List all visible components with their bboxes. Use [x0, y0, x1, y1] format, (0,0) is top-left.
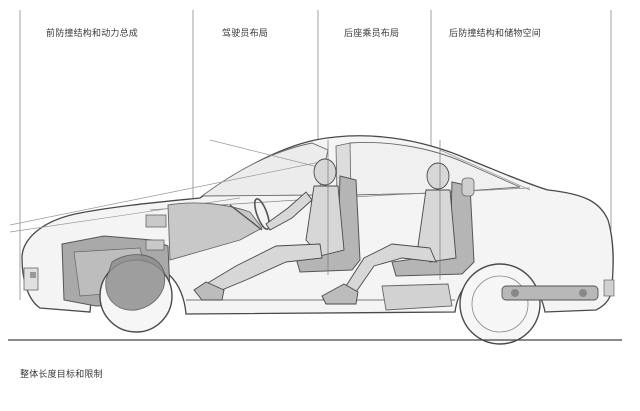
fuel-tank — [381, 283, 453, 311]
label-front-structure: 前防撞结构和动力总成 — [46, 29, 139, 39]
driver-figure — [193, 158, 345, 301]
rear-crash-structure — [501, 285, 599, 301]
label-overall-length: 整体长度目标和限制 — [20, 370, 103, 380]
label-driver-layout: 驾驶员布局 — [222, 29, 269, 39]
rear-passenger-figure — [321, 162, 457, 305]
label-rear-structure-storage: 后防撞结构和储物空间 — [449, 29, 542, 39]
steering-wheel — [253, 198, 271, 230]
label-rear-occupant-layout: 后座乘员布局 — [344, 29, 400, 39]
windshield — [200, 142, 329, 197]
